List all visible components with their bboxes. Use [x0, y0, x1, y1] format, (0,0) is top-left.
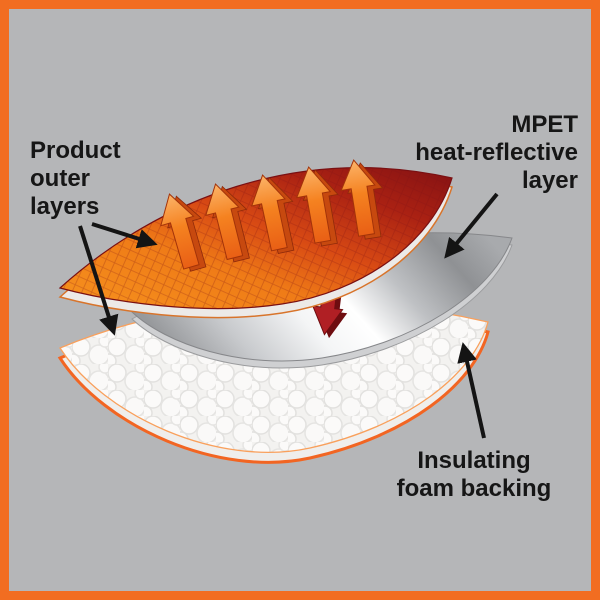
label-product-outer-layers-line-2: outer	[30, 165, 90, 192]
callout-arrow-outer-layer-icon	[91, 222, 158, 249]
label-mpet-line-3: layer	[522, 167, 578, 194]
label-mpet-line-2: heat-reflective	[415, 139, 578, 166]
label-product-outer-layers-line-1: Product	[30, 137, 121, 164]
label-mpet-line-1: MPET	[511, 111, 578, 138]
callout-arrows	[78, 192, 499, 439]
label-insulating-foam-line-2: foam backing	[397, 475, 552, 502]
callout-arrow-mpet-icon	[444, 192, 499, 259]
callout-arrow-foam-right-icon	[457, 342, 486, 439]
label-insulating-foam-line-1: Insulating	[417, 447, 530, 474]
label-product-outer-layers-line-3: layers	[30, 193, 99, 220]
labels: Product outer layers MPET heat-reflectiv…	[30, 111, 578, 502]
callout-arrow-foam-left-icon	[78, 225, 119, 336]
